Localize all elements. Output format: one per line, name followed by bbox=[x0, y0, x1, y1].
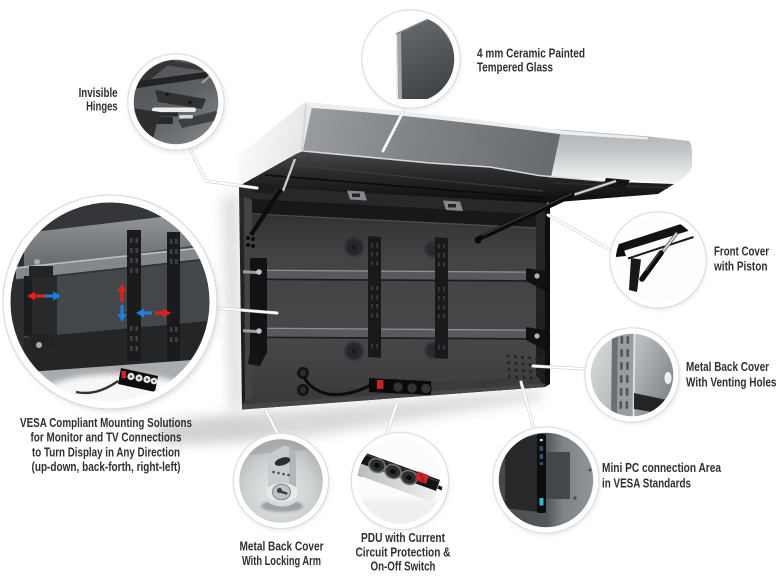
svg-text:(up-down, back-forth, right-le: (up-down, back-forth, right-left) bbox=[32, 459, 181, 474]
svg-text:with Piston: with Piston bbox=[713, 259, 767, 274]
svg-text:PDU with Current: PDU with Current bbox=[361, 530, 446, 545]
svg-text:for Monitor and TV Connections: for Monitor and TV Connections bbox=[31, 430, 182, 445]
svg-text:With Locking Arm: With Locking Arm bbox=[242, 553, 321, 568]
svg-text:Hinges: Hinges bbox=[86, 99, 118, 114]
svg-text:Front Cover: Front Cover bbox=[714, 244, 769, 259]
svg-text:VESA Compliant Mounting Soluti: VESA Compliant Mounting Solutions bbox=[20, 415, 192, 430]
svg-text:Mini PC connection Area: Mini PC connection Area bbox=[602, 460, 722, 475]
svg-text:to Turn Display in Any Directi: to Turn Display in Any Direction bbox=[32, 444, 180, 459]
svg-text:Metal Back Cover: Metal Back Cover bbox=[240, 539, 324, 554]
svg-text:4 mm Ceramic Painted: 4 mm Ceramic Painted bbox=[477, 46, 585, 61]
svg-text:Invisible: Invisible bbox=[79, 85, 118, 100]
svg-text:Tempered Glass: Tempered Glass bbox=[477, 60, 553, 75]
svg-text:Metal Back Cover: Metal Back Cover bbox=[686, 359, 769, 374]
svg-text:in VESA Standards: in VESA Standards bbox=[602, 476, 691, 491]
svg-text:With Venting Holes: With Venting Holes bbox=[686, 375, 777, 390]
svg-text:Circuit Protection &: Circuit Protection & bbox=[356, 545, 451, 560]
svg-text:On-Off Switch: On-Off Switch bbox=[371, 559, 436, 574]
